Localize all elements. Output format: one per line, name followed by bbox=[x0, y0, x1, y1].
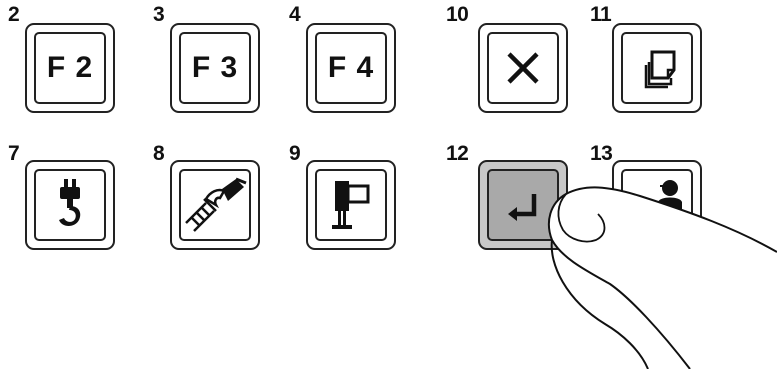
cylinder-key[interactable] bbox=[306, 160, 396, 250]
key-number-3: 3 bbox=[153, 4, 164, 25]
f2-key-label: F 2 bbox=[47, 51, 93, 85]
key-number-9: 9 bbox=[289, 143, 300, 164]
key-number-13: 13 bbox=[590, 143, 612, 164]
f4-key-label: F 4 bbox=[328, 51, 374, 85]
hose-gun-icon bbox=[182, 177, 248, 233]
key-number-2: 2 bbox=[8, 4, 19, 25]
key-number-12: 12 bbox=[446, 143, 468, 164]
f3-key-label: F 3 bbox=[192, 51, 238, 85]
copy-pages-icon bbox=[635, 46, 679, 90]
operator-manual-key[interactable] bbox=[612, 160, 702, 250]
f2-key[interactable]: F 2 bbox=[25, 23, 115, 113]
vertical-cylinder-icon bbox=[326, 177, 376, 233]
key-number-11: 11 bbox=[590, 4, 611, 25]
key-number-8: 8 bbox=[153, 143, 164, 164]
copy-key[interactable] bbox=[612, 23, 702, 113]
crane-hook-icon bbox=[45, 177, 95, 233]
hose-gun-key[interactable] bbox=[170, 160, 260, 250]
enter-icon bbox=[498, 180, 548, 230]
f3-key[interactable]: F 3 bbox=[170, 23, 260, 113]
cancel-key[interactable] bbox=[478, 23, 568, 113]
close-icon bbox=[501, 46, 545, 90]
f4-key[interactable]: F 4 bbox=[306, 23, 396, 113]
key-number-10: 10 bbox=[446, 4, 468, 25]
crane-hook-key[interactable] bbox=[25, 160, 115, 250]
key-number-7: 7 bbox=[8, 143, 19, 164]
enter-key[interactable] bbox=[478, 160, 568, 250]
key-number-4: 4 bbox=[289, 4, 300, 25]
operator-manual-icon bbox=[628, 176, 686, 234]
